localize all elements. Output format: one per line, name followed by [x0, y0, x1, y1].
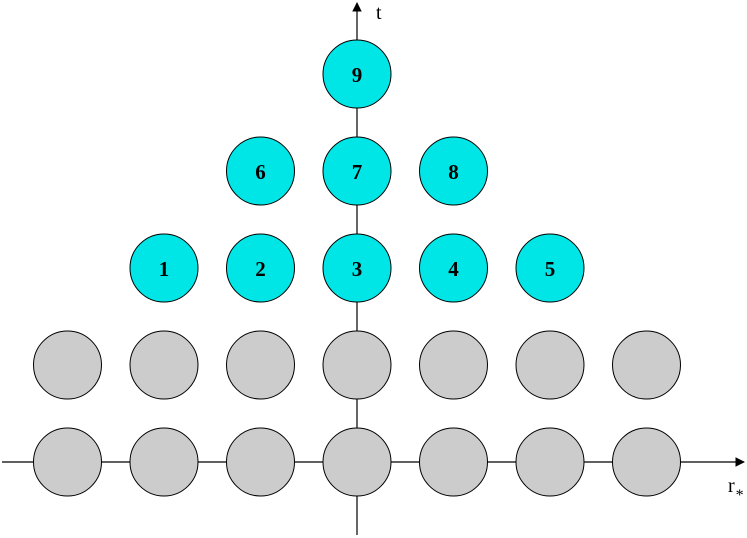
node-circle [33, 330, 102, 400]
node-label: 3 [352, 257, 363, 281]
active-node: 1 [129, 233, 199, 303]
node-circle [226, 136, 295, 206]
inactive-node [129, 427, 199, 497]
node-circle [419, 330, 488, 400]
grid-nodes: 1 2 3 4 5 6 7 8 9 [33, 39, 681, 497]
node-circle [612, 330, 681, 400]
node-circle [33, 427, 102, 497]
node-circle [322, 39, 392, 109]
inactive-node [515, 427, 585, 497]
active-node: 5 [515, 233, 585, 303]
inactive-node [33, 330, 102, 400]
inactive-node [419, 330, 488, 400]
vertical-axis-label: t [376, 2, 382, 24]
inactive-node [33, 427, 102, 497]
active-node: 8 [419, 136, 488, 206]
node-circle [322, 427, 392, 497]
node-circle [129, 330, 199, 400]
active-node: 7 [322, 136, 392, 206]
node-circle [419, 136, 488, 206]
inactive-node [322, 330, 392, 400]
node-circle [226, 330, 295, 400]
active-node: 4 [419, 233, 488, 303]
node-circle [419, 427, 488, 497]
inactive-node [129, 330, 199, 400]
inactive-node [226, 427, 295, 497]
node-label: 7 [352, 160, 363, 184]
node-circle [612, 427, 681, 497]
node-circle [322, 330, 392, 400]
node-label: 9 [352, 63, 363, 87]
node-circle [515, 233, 585, 303]
node-label: 5 [545, 257, 556, 281]
node-label: 8 [448, 160, 459, 184]
inactive-node [322, 427, 392, 497]
node-circle [322, 233, 392, 303]
active-node: 2 [226, 233, 295, 303]
node-circle [419, 233, 488, 303]
node-label: 1 [159, 257, 170, 281]
node-label: 6 [255, 160, 266, 184]
inactive-node [612, 330, 681, 400]
inactive-node [419, 427, 488, 497]
node-circle [129, 233, 199, 303]
active-node: 6 [226, 136, 295, 206]
node-label: 2 [255, 257, 266, 281]
active-node: 3 [322, 233, 392, 303]
node-circle [515, 330, 585, 400]
active-node: 9 [322, 39, 392, 109]
inactive-node [515, 330, 585, 400]
inactive-node [226, 330, 295, 400]
horizontal-axis-label-subscript: * [736, 487, 744, 504]
inactive-node [612, 427, 681, 497]
horizontal-axis-label-main: r [728, 475, 735, 497]
node-circle [322, 136, 392, 206]
node-circle [129, 427, 199, 497]
node-circle [226, 233, 295, 303]
node-label: 4 [448, 257, 459, 281]
horizontal-axis-label: r* [728, 475, 744, 504]
node-circle [226, 427, 295, 497]
node-circle [515, 427, 585, 497]
